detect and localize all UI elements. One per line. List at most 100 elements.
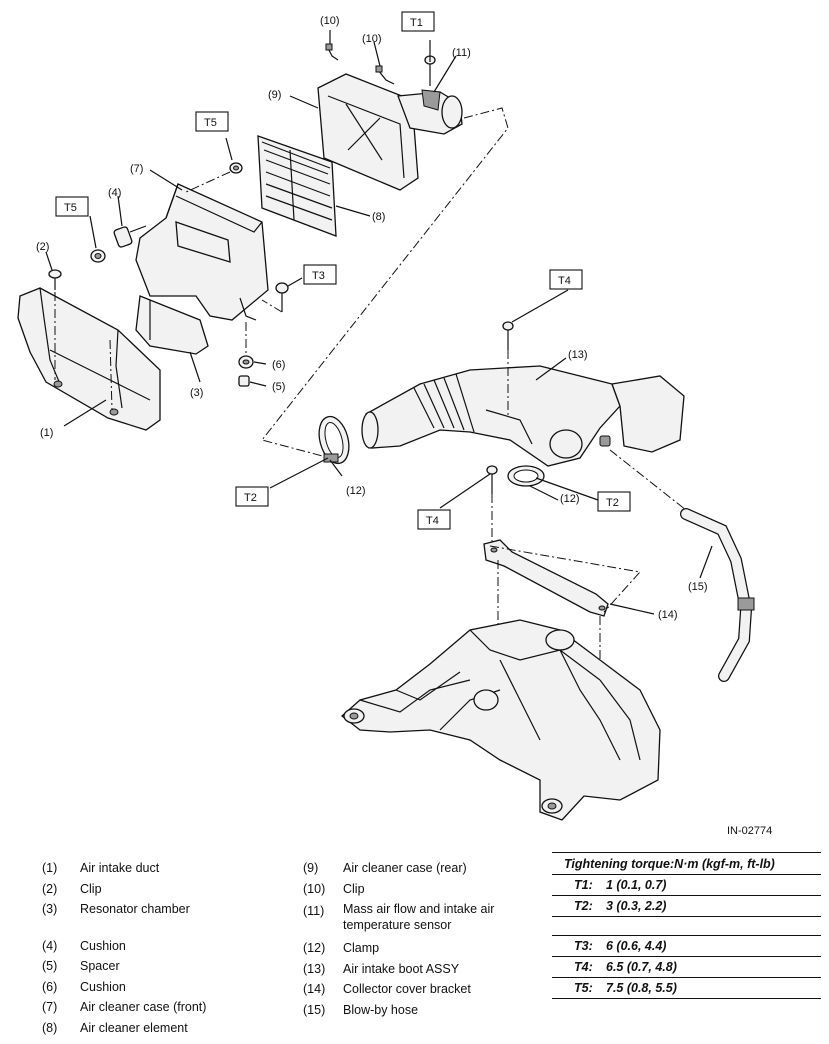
callout-15: (15) bbox=[688, 581, 708, 593]
svg-text:T2: T2 bbox=[244, 492, 257, 504]
clip-10-a bbox=[325, 43, 339, 61]
legend-number: (15) bbox=[303, 1002, 326, 1017]
callout-10-b: (10) bbox=[362, 33, 382, 45]
callout-12-a: (12) bbox=[346, 485, 366, 497]
torque-value: 6.5 (0.7, 4.8) bbox=[606, 960, 677, 974]
air-cleaner-case-front bbox=[135, 183, 269, 355]
legend-label: Air intake boot ASSY bbox=[343, 961, 460, 976]
legend-number: (1) bbox=[42, 861, 58, 875]
svg-text:T5: T5 bbox=[204, 117, 217, 129]
torque-table-title: Tightening torque:N·m (kgf-m, ft-lb) bbox=[552, 852, 821, 875]
callout-13: (13) bbox=[568, 349, 588, 361]
callout-7: (7) bbox=[130, 163, 143, 175]
legend-item: (3) Resonator chamber bbox=[42, 899, 282, 920]
torque-tag-t5-top: T5 bbox=[195, 111, 229, 132]
torque-row-t3: T3:6 (0.6, 4.4) bbox=[552, 935, 821, 957]
legend-item: (8)Air cleaner element bbox=[42, 1018, 282, 1039]
air-intake-boot bbox=[361, 365, 685, 467]
callout-2: (2) bbox=[36, 241, 49, 253]
legend-label: Collector cover bracket bbox=[343, 982, 471, 996]
collector-cover-bracket bbox=[483, 539, 641, 668]
torque-tag-t5-left: T5 bbox=[55, 196, 89, 217]
blow-by-hose bbox=[609, 449, 755, 682]
legend-item: (7) Air cleaner case (front) bbox=[42, 997, 282, 1018]
legend-label: Blow-by hose bbox=[343, 1002, 419, 1017]
torque-row-t5: T5: 7.5 (0.8, 5.5) bbox=[552, 978, 821, 999]
callout-4: (4) bbox=[108, 187, 121, 199]
torque-tag-t4-lower: T4 bbox=[417, 509, 451, 530]
callout-11: (11) bbox=[452, 47, 471, 59]
torque-value: 1 (0.1, 0.7) bbox=[606, 878, 667, 892]
bolt-t3 bbox=[261, 282, 289, 313]
legend-label: Air cleaner case (rear) bbox=[343, 861, 467, 875]
legend-number: (3) bbox=[42, 902, 58, 916]
callout-8: (8) bbox=[372, 211, 385, 223]
legend-item: (1)Air intake duct bbox=[42, 858, 282, 879]
torque-key: T5: bbox=[574, 981, 593, 995]
air-cleaner-case-rear bbox=[317, 73, 463, 191]
legend-item: (13) Air intake boot ASSY bbox=[303, 959, 543, 980]
clamp-12-left bbox=[318, 415, 350, 465]
callout-1: (1) bbox=[40, 427, 53, 439]
svg-text:T1: T1 bbox=[410, 17, 423, 29]
legend-item: (9) Air cleaner case (rear) bbox=[303, 858, 543, 879]
legend-item: (12)Clamp bbox=[303, 938, 543, 959]
intake-manifold bbox=[340, 619, 661, 821]
torque-row-t4: T4: 6.5 (0.7, 4.8) bbox=[552, 957, 821, 978]
torque-table: Tightening torque:N·m (kgf-m, ft-lb) T1:… bbox=[552, 852, 821, 999]
callout-5: (5) bbox=[272, 381, 285, 393]
legend-number: (9) bbox=[303, 861, 319, 875]
clip-2 bbox=[48, 269, 113, 411]
torque-row-t2: T2: 3 (0.3, 2.2) bbox=[552, 896, 821, 917]
bolt-t4-lower bbox=[486, 465, 498, 545]
air-intake-duct bbox=[17, 287, 161, 431]
legend-label: Clip bbox=[80, 881, 102, 896]
torque-value: 7.5 (0.8, 5.5) bbox=[606, 981, 677, 995]
cushion-6 bbox=[238, 355, 254, 369]
legend-item: (6) Cushion bbox=[42, 977, 282, 998]
legend-label: Mass air flow and intake air temperature… bbox=[343, 902, 495, 932]
exploded-parts-diagram: (1) (2) (3) (4) (5) (6) (7) (8) (9) (10)… bbox=[17, 11, 755, 821]
callout-10-a: (10) bbox=[320, 15, 340, 27]
torque-tag-t2-left: T2 bbox=[235, 486, 269, 507]
legend-item: (4)Cushion bbox=[42, 936, 282, 957]
legend-label: Clip bbox=[343, 881, 365, 896]
torque-tag-t3: T3 bbox=[303, 264, 337, 285]
clamp-12-right bbox=[507, 465, 545, 487]
legend-number: (7) bbox=[42, 1000, 58, 1014]
torque-tag-t1: T1 bbox=[401, 11, 435, 32]
legend-label: Cushion bbox=[80, 979, 126, 994]
legend-item: (5)Spacer bbox=[42, 956, 282, 977]
svg-text:T2: T2 bbox=[606, 497, 619, 509]
svg-text:T5: T5 bbox=[64, 202, 77, 214]
torque-value: 3 (0.3, 2.2) bbox=[606, 899, 667, 913]
torque-tag-t2-right: T2 bbox=[597, 491, 631, 512]
legend-number: (14) bbox=[303, 982, 326, 996]
torque-key: T2: bbox=[574, 899, 593, 913]
clip-10-b bbox=[375, 65, 395, 85]
legend-column-2: (9)Air cleaner case (rear) (10)Clip (11)… bbox=[303, 858, 543, 1020]
torque-key: T3: bbox=[574, 939, 593, 953]
legend-label: Air cleaner case (front) bbox=[80, 1000, 207, 1014]
legend-number: (13) bbox=[303, 961, 326, 976]
callout-12-b: (12) bbox=[560, 493, 580, 505]
torque-key: T4: bbox=[574, 960, 593, 974]
bolt-t4-upper bbox=[502, 321, 514, 416]
legend-label: Resonator chamber bbox=[80, 902, 190, 916]
callout-labels: (1) (2) (3) (4) (5) (6) (7) (8) (9) (10)… bbox=[36, 15, 708, 621]
torque-row-t1: T1:1 (0.1, 0.7) bbox=[552, 875, 821, 896]
air-cleaner-element bbox=[257, 135, 337, 237]
svg-text:T4: T4 bbox=[426, 515, 439, 527]
legend-number: (6) bbox=[42, 979, 58, 994]
callout-14: (14) bbox=[658, 609, 678, 621]
callout-3: (3) bbox=[190, 387, 203, 399]
legend-column-1: (1)Air intake duct (2)Clip (3) Resonator … bbox=[42, 858, 282, 1038]
legend-item: (14) Collector cover bracket bbox=[303, 979, 543, 1000]
svg-text:T4: T4 bbox=[558, 275, 571, 287]
legend-item: (2)Clip bbox=[42, 879, 282, 900]
nut-t5-top bbox=[185, 162, 243, 193]
legend-number: (5) bbox=[42, 959, 58, 973]
legend-number: (10) bbox=[303, 881, 326, 896]
legend-item: (15) Blow-by hose bbox=[303, 1000, 543, 1021]
svg-text:T3: T3 bbox=[312, 270, 325, 282]
